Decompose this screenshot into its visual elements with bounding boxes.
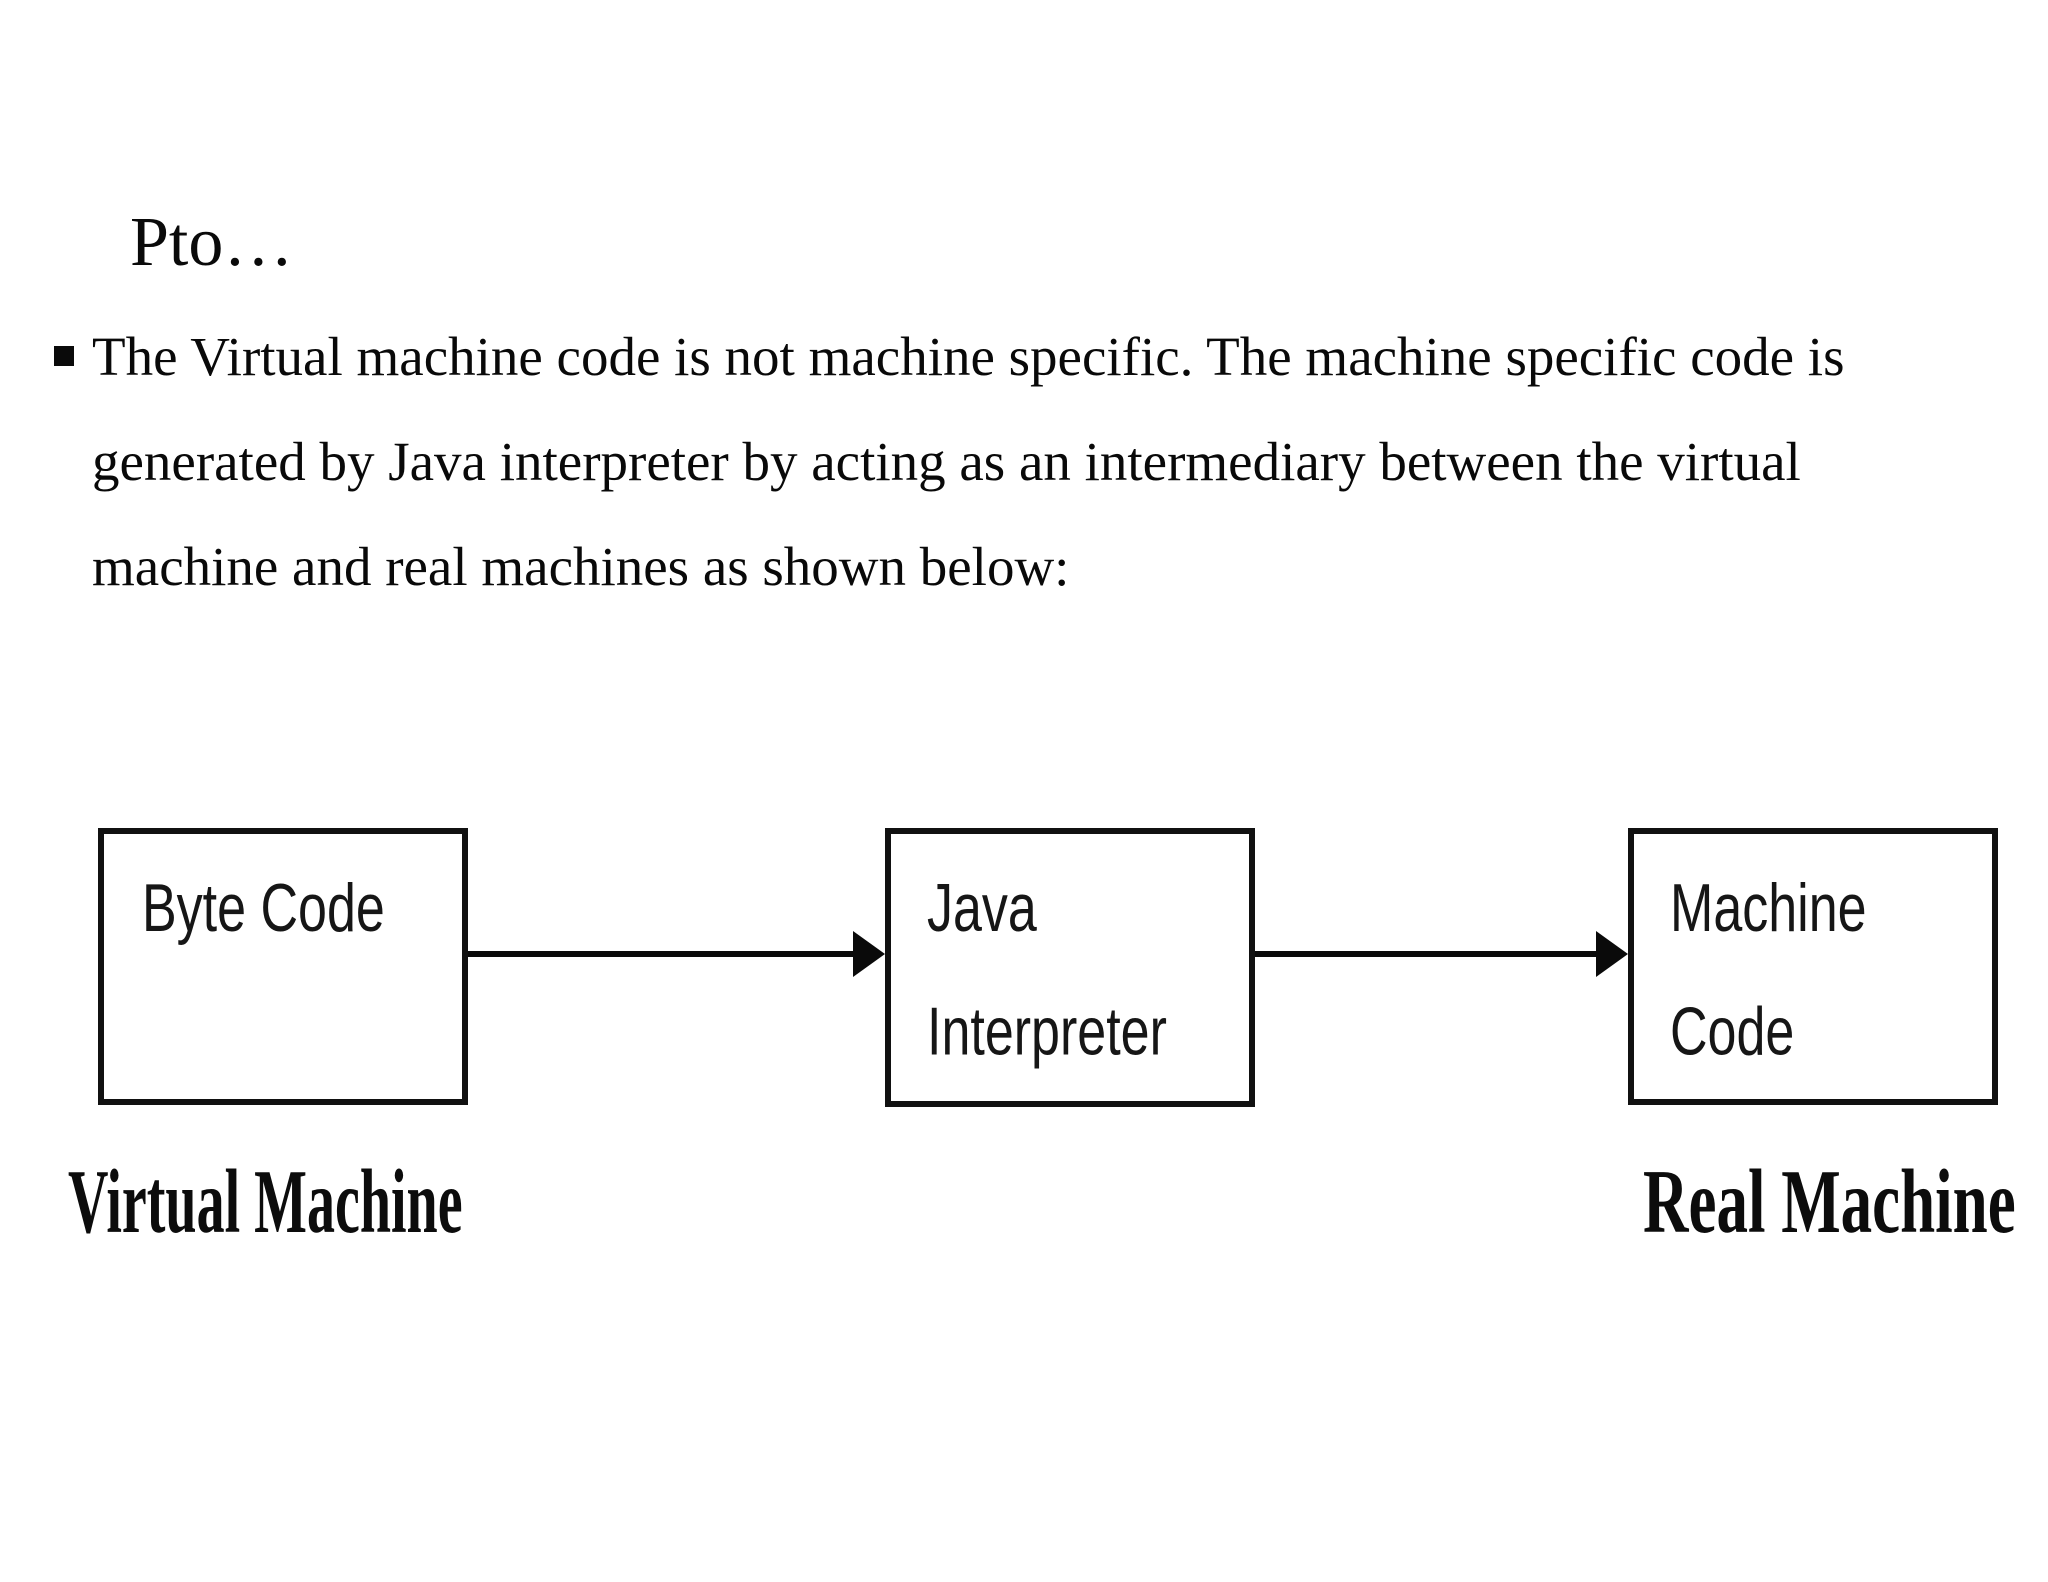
bullet-square-icon — [54, 346, 74, 366]
byte-code-box-label: Byte Code — [142, 871, 385, 947]
bullet-line-2: generated by Java interpreter by acting … — [92, 431, 1801, 492]
page-title: Pto… — [130, 204, 294, 281]
byte-code-box: Byte Code — [98, 828, 468, 1105]
bullet-line-3: machine and real machines as shown below… — [92, 536, 1070, 597]
bullet-paragraph: The Virtual machine code is not machine … — [92, 304, 1844, 619]
arrow-java-to-machine-line — [1255, 951, 1596, 957]
java-interpreter-line-1: Java — [927, 871, 1037, 947]
machine-code-line-1: Machine — [1670, 871, 1867, 947]
bullet-line-1: The Virtual machine code is not machine … — [92, 326, 1845, 387]
virtual-machine-label: Virtual Machine — [68, 1152, 463, 1253]
arrow-byte-to-java-head-icon — [853, 931, 885, 977]
real-machine-label: Real Machine — [1643, 1152, 2016, 1253]
machine-code-line-2: Code — [1670, 994, 1795, 1071]
java-interpreter-line-2: Interpreter — [927, 994, 1167, 1071]
arrow-byte-to-java-line — [468, 951, 853, 957]
arrow-java-to-machine-head-icon — [1596, 931, 1628, 977]
